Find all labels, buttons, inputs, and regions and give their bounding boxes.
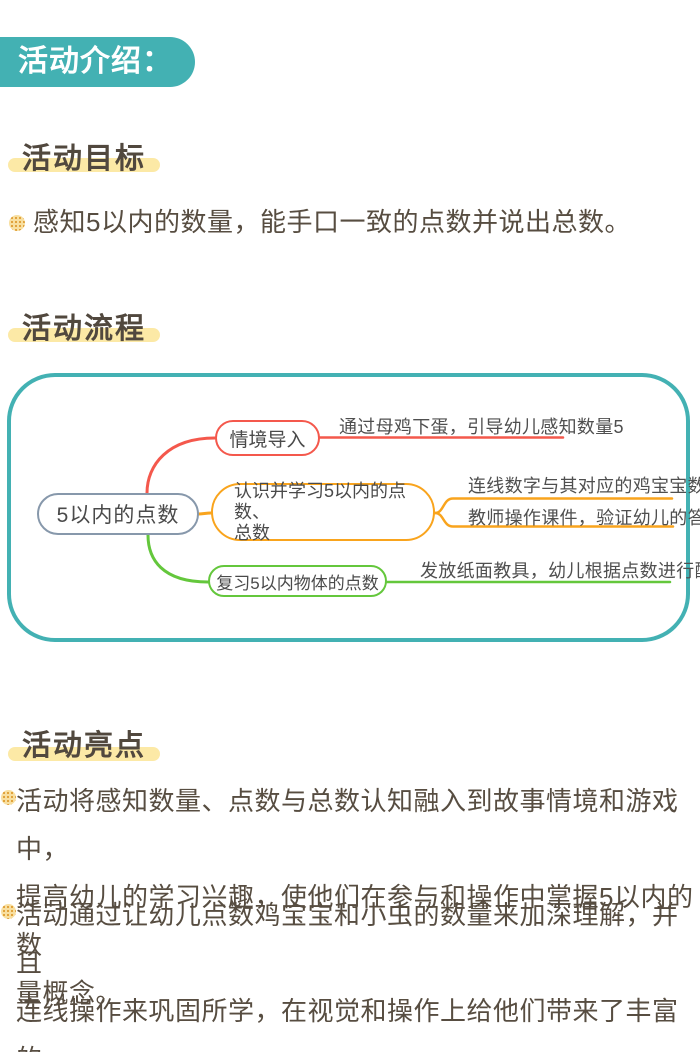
branch-line-red [145,436,217,495]
bullet-dot-icon [1,904,16,919]
bullet-dot-icon [9,215,25,231]
bullet-dot-icon [1,790,16,805]
heading-marker [8,328,160,342]
section-title-highlights: 活动亮点 [22,730,147,762]
heading-marker [8,747,160,761]
section-title-process: 活动流程 [22,313,147,345]
mindmap-leaf-review: 发放纸面教具，幼儿根据点数进行配对 [420,561,700,581]
leaf-underline-yellow-2 [433,511,675,528]
highlight-bullet-2: 活动通过让幼儿点数鸡宝宝和小虫的数量来加深理解，并且 连线操作来巩固所学，在视觉… [16,900,679,1052]
mindmap-leaf-intro: 通过母鸡下蛋，引导幼儿感知数量5 [339,417,624,437]
mindmap-leaf-learn-1: 连线数字与其对应的鸡宝宝数量 [468,476,700,496]
mindmap-leaf-learn-2: 教师操作课件，验证幼儿的答案 [468,508,700,528]
section-heading-goal: 活动目标 [0,135,300,183]
section-heading-highlights: 活动亮点 [0,722,300,770]
mindmap-node-review: 复习5以内物体的点数 [208,565,387,597]
goal-bullet-text: 感知5以内的数量，能手口一致的点数并说出总数。 [33,207,631,237]
highlight-bullet-1: 活动将感知数量、点数与总数认知融入到故事情境和游戏中， 提高幼儿的学习兴趣，使他… [16,786,694,1008]
section-title-goal: 活动目标 [22,143,147,175]
page-title-badge: 活动介绍： [0,37,195,87]
mindmap-connectors [145,436,675,584]
branch-line-yellow [196,511,213,516]
mindmap-root-node: 5以内的点数 [37,493,199,535]
mindmap-node-intro: 情境导入 [215,420,320,456]
mindmap-node-learn: 认识并学习5以内的点数、 总数 [211,481,435,543]
section-heading-process: 活动流程 [0,305,300,353]
heading-marker [8,158,160,172]
branch-line-green [146,533,210,584]
page-title: 活动介绍： [18,45,173,78]
